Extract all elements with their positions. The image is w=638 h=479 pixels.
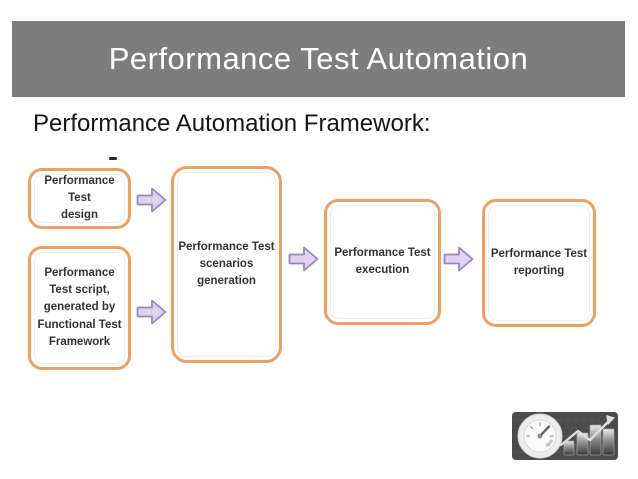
- flow-box-label: Performance Test execution: [334, 246, 431, 276]
- flow-box-design: Performance Test design: [28, 168, 131, 229]
- flow-box-script: Performance Test script, generated by Fu…: [28, 246, 131, 370]
- speedometer-gauge-icon: [517, 413, 563, 459]
- title-bar: Performance Test Automation: [12, 21, 625, 97]
- rising-bar-chart-icon: [559, 415, 615, 456]
- flow-arrow-icon: [136, 187, 167, 213]
- flow-arrow-icon: [443, 246, 474, 272]
- performance-logo: [512, 412, 618, 460]
- flow-arrow-icon: [288, 246, 319, 272]
- flow-box-label: Performance Test script, generated by Fu…: [37, 266, 122, 348]
- flow-arrow-icon: [136, 299, 167, 325]
- section-heading: Performance Automation Framework:: [33, 110, 431, 137]
- flow-box-scenarios: Performance Test scenarios generation: [171, 166, 282, 363]
- flow-box-execution: Performance Test execution: [324, 199, 441, 325]
- flow-box-reporting: Performance Test reporting: [482, 199, 596, 327]
- flow-box-label: Performance Test design: [44, 174, 115, 222]
- flow-box-label: Performance Test scenarios generation: [178, 240, 275, 288]
- stray-mark: [109, 157, 117, 160]
- slide-title: Performance Test Automation: [108, 41, 529, 76]
- flow-box-label: Performance Test reporting: [490, 247, 588, 277]
- logo-badge: [512, 412, 618, 460]
